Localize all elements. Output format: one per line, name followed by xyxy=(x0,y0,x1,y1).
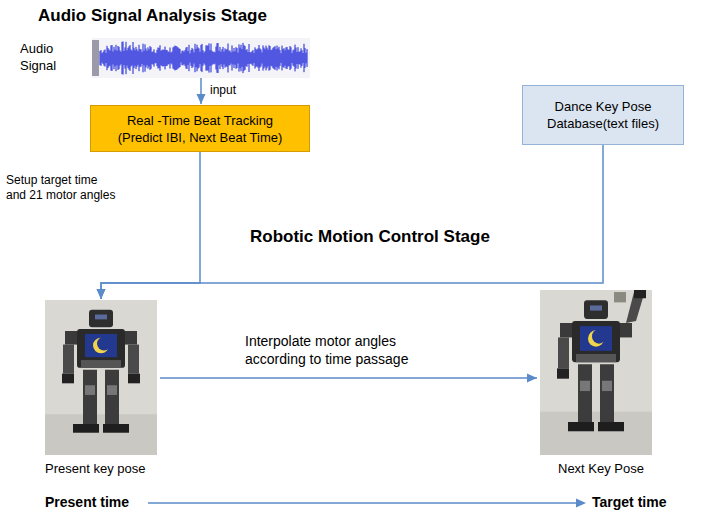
connector-line xyxy=(101,145,603,299)
box-text: Real -Time Beat Tracking (Predict IBI, N… xyxy=(103,112,297,146)
time-label: Present time xyxy=(45,494,129,510)
edge-label: Setup target time and 21 motor angles xyxy=(6,173,119,203)
robot-photo xyxy=(45,300,157,455)
box-text: Dance Key Pose Database(text files) xyxy=(531,98,675,132)
diagram-title: Audio Signal Analysis Stage xyxy=(38,6,267,26)
arrowhead xyxy=(97,289,106,299)
database-box: Dance Key Pose Database(text files) xyxy=(522,85,684,145)
time-line xyxy=(148,502,578,504)
robot-pose: Present key pose xyxy=(45,300,157,455)
arrowhead xyxy=(197,94,206,104)
pose-caption: Present key pose xyxy=(45,461,145,476)
connector xyxy=(197,78,206,104)
connector xyxy=(97,145,604,299)
stage-heading: Robotic Motion Control Stage xyxy=(250,227,490,247)
robot-pose: Next Key Pose xyxy=(540,290,652,455)
pose-caption: Next Key Pose xyxy=(558,461,644,476)
connector-line xyxy=(160,377,537,379)
signal-label: Audio Signal xyxy=(20,40,70,74)
time-label: Target time xyxy=(592,494,666,510)
edge-label: input xyxy=(210,83,270,98)
robot-photo xyxy=(540,290,652,455)
process-box: Real -Time Beat Tracking (Predict IBI, N… xyxy=(90,105,310,152)
audio-waveform: Audio Signal xyxy=(92,38,310,78)
time-arrowhead xyxy=(576,499,586,508)
waveform xyxy=(92,38,310,78)
arrowhead xyxy=(97,289,106,299)
edge-label: Interpolate motor angles according to ti… xyxy=(245,333,445,368)
arrowhead xyxy=(527,374,537,383)
connector xyxy=(160,374,537,383)
